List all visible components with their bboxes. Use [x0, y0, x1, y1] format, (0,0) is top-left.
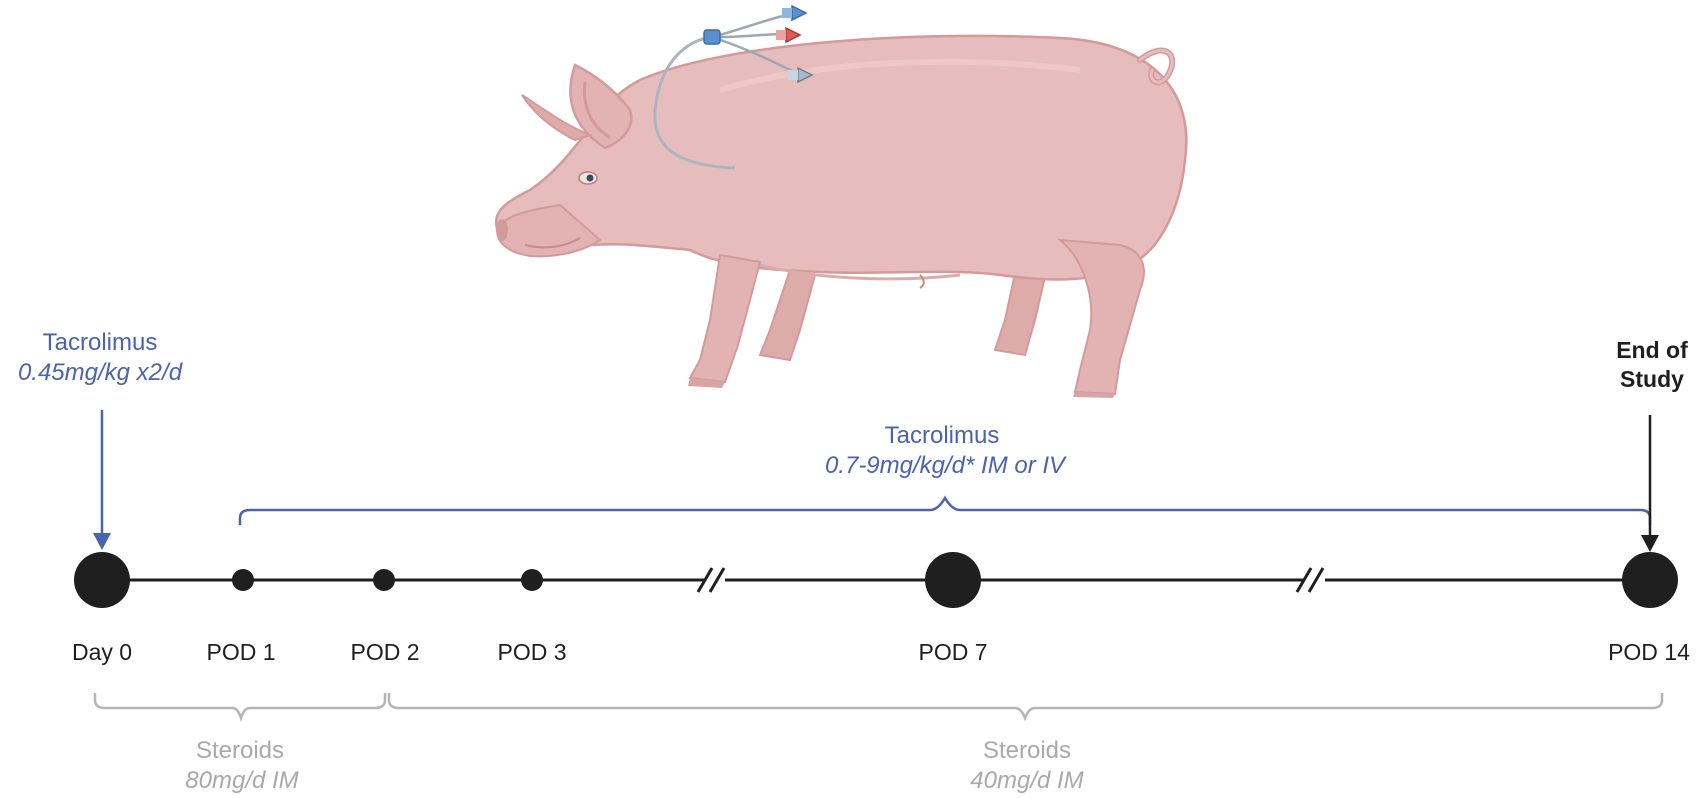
timepoint-marker-pod1	[232, 569, 254, 591]
steroids-early-bracket	[93, 693, 387, 723]
tacrolimus-induction-arrowhead	[93, 533, 111, 550]
tacrolimus-maintenance-dose: 0.7-9mg/kg/d* IM or IV	[825, 452, 1067, 479]
catheter-icon	[653, 4, 814, 170]
timepoint-marker-pod2	[373, 569, 395, 591]
timepoint-marker-pod7	[925, 552, 981, 608]
timepoint-marker-pod14	[1622, 552, 1678, 608]
tacrolimus-maintenance-bracket	[238, 495, 1652, 525]
timepoint-label-pod3: POD 3	[497, 639, 566, 665]
steroids-late-dose: 40mg/d IM	[970, 767, 1083, 794]
axis-break-1	[696, 567, 726, 593]
end-of-study-line2: Study	[1620, 366, 1684, 392]
steroids-early-dose: 80mg/d IM	[185, 767, 298, 794]
timepoint-label-pod14: POD 14	[1608, 639, 1690, 665]
tacrolimus-induction-name: Tacrolimus	[43, 329, 158, 356]
axis-break-2	[1295, 567, 1325, 593]
timepoint-marker-pod3	[521, 569, 543, 591]
tacrolimus-induction-dose: 0.45mg/kg x2/d	[18, 359, 183, 386]
timepoint-marker-day0	[74, 552, 130, 608]
tacrolimus-maintenance-name: Tacrolimus	[885, 422, 1000, 449]
end-of-study-arrowhead	[1641, 535, 1659, 552]
pig-illustration	[494, 34, 1188, 398]
timepoint-label-day0: Day 0	[72, 639, 132, 665]
steroids-late-name: Steroids	[983, 737, 1071, 764]
timepoint-label-pod2: POD 2	[350, 639, 419, 665]
steroids-early-name: Steroids	[196, 737, 284, 764]
timepoint-label-pod7: POD 7	[918, 639, 987, 665]
timepoint-label-pod1: POD 1	[206, 639, 275, 665]
steroids-late-bracket	[387, 693, 1664, 722]
end-of-study-line1: End of	[1616, 337, 1688, 363]
